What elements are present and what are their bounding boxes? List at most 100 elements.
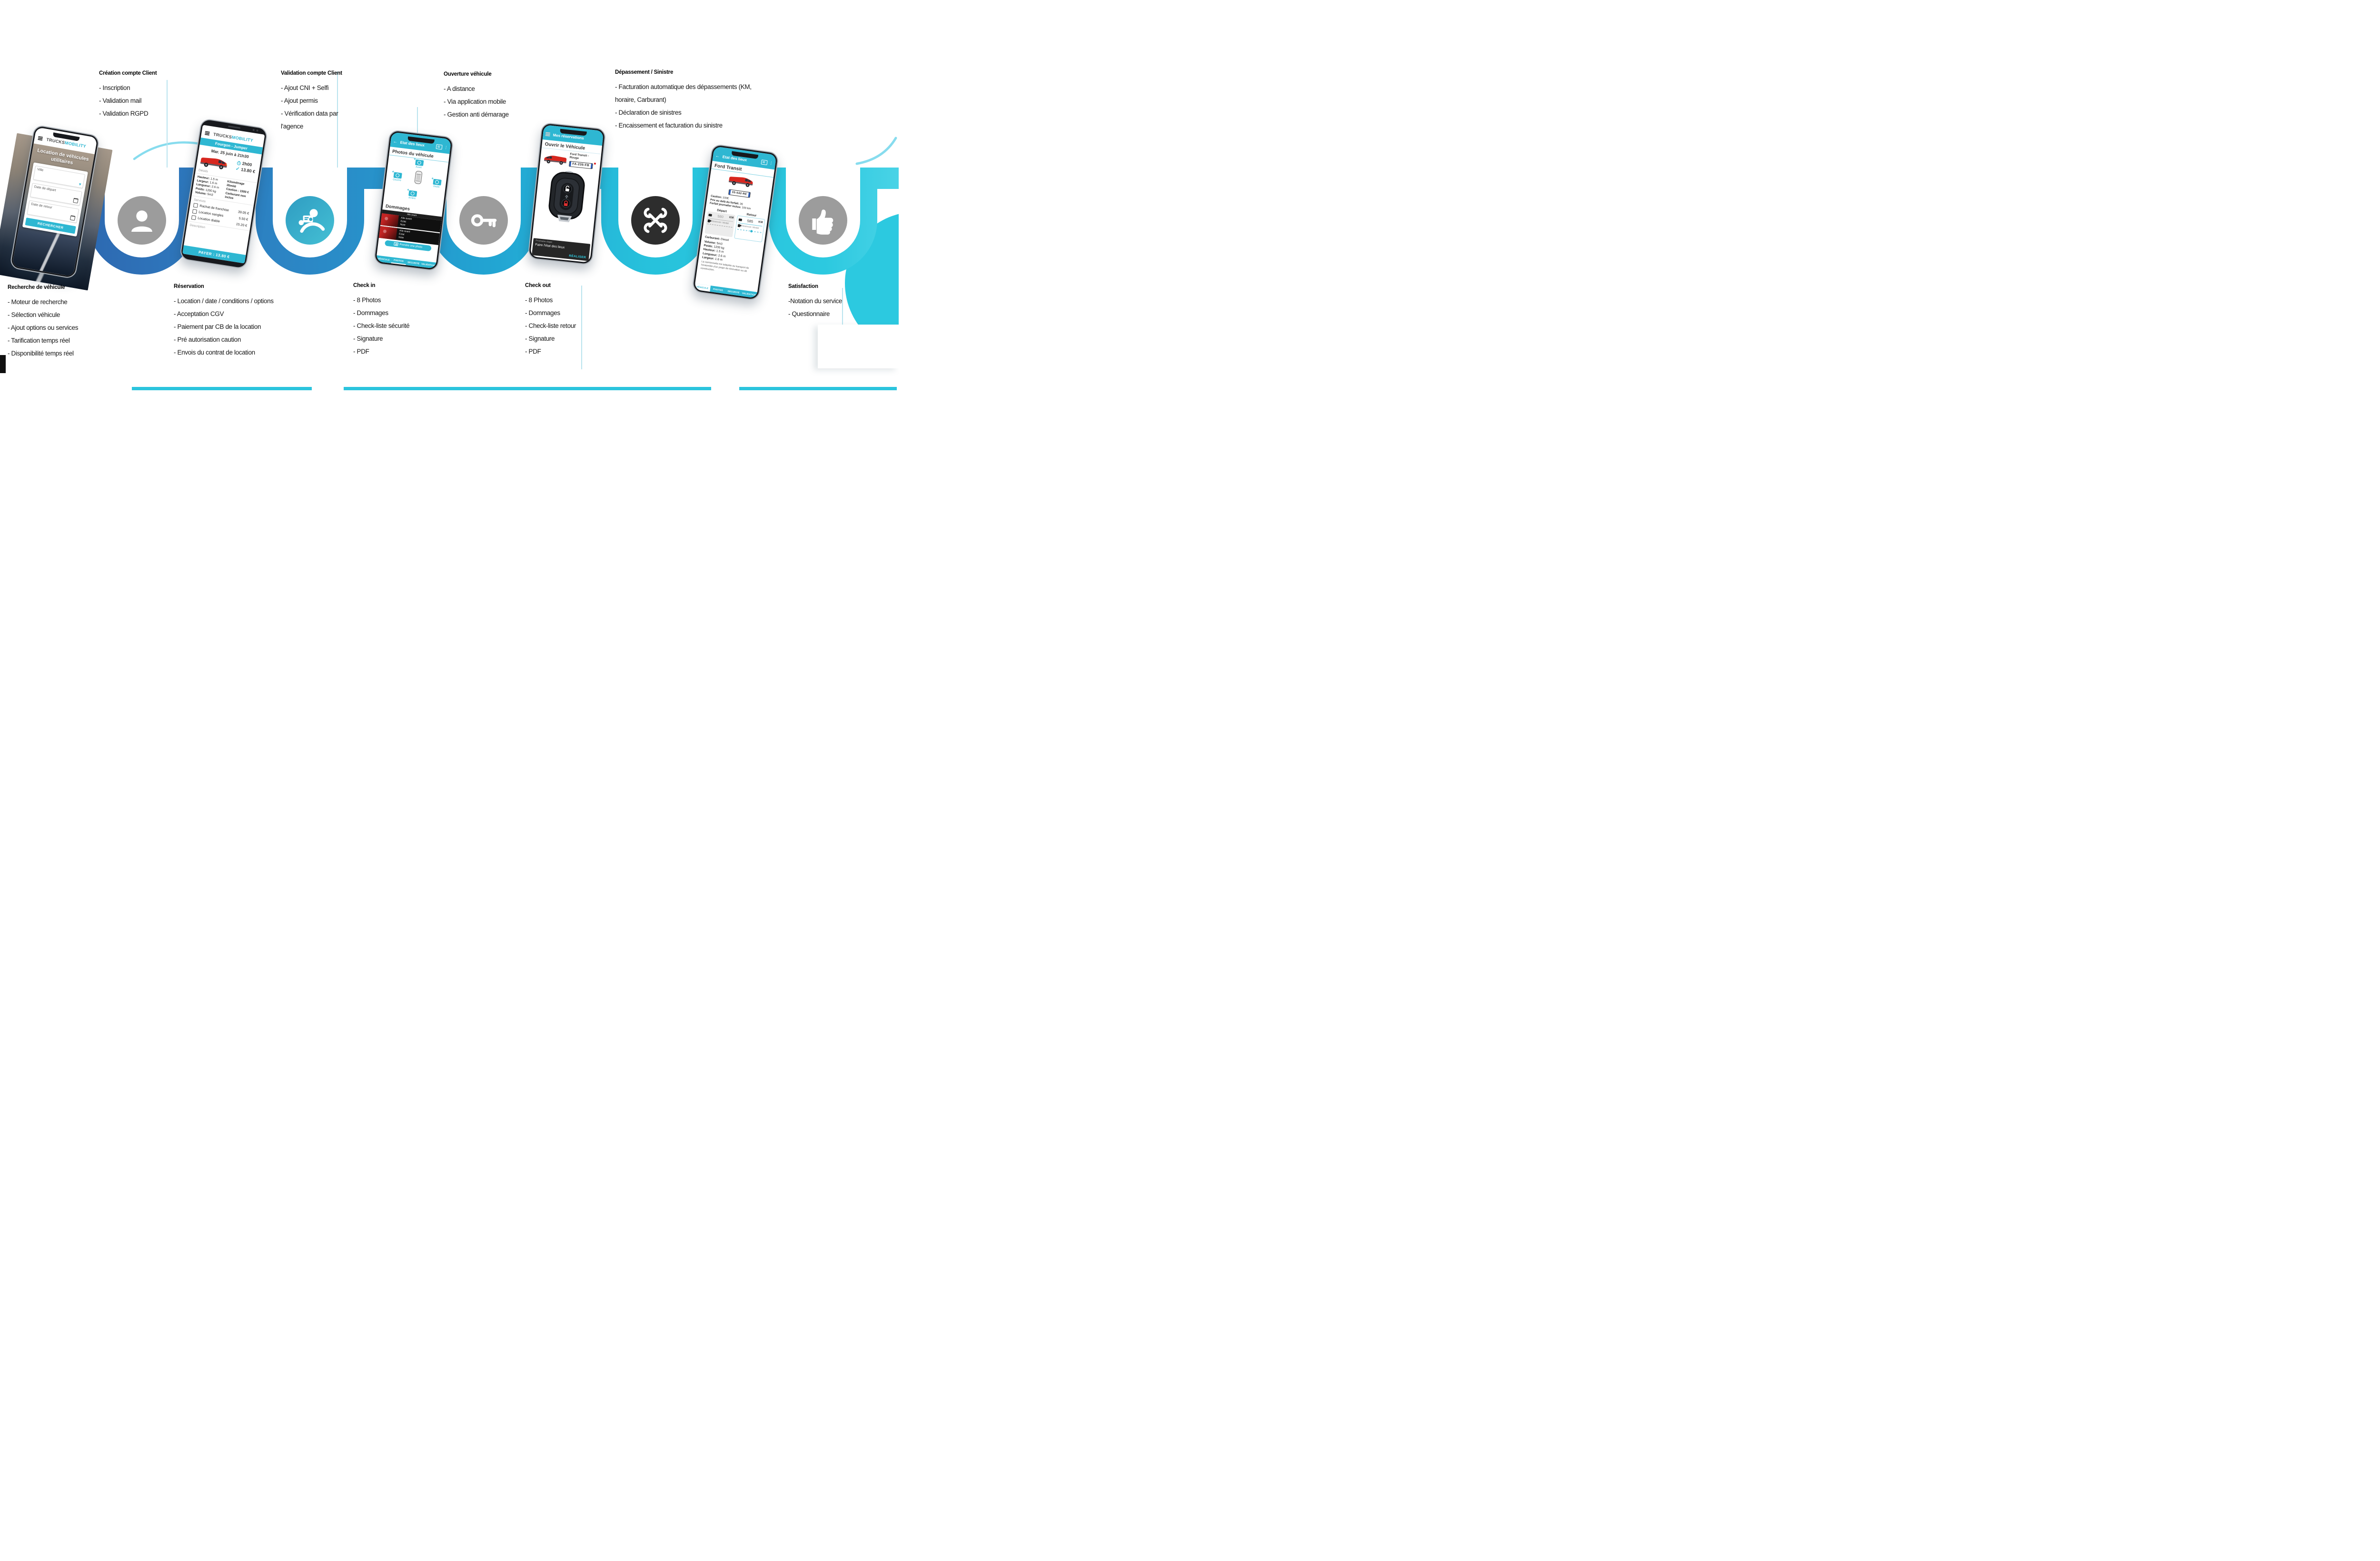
step-item: - Questionnaire bbox=[788, 310, 830, 317]
step-item: - Vérification data par l'agence bbox=[281, 110, 338, 130]
step-reservation: Réservation - Location / date / conditio… bbox=[174, 284, 293, 359]
red-van-image bbox=[544, 155, 567, 165]
step-title: Création compte Client bbox=[99, 70, 157, 76]
chevron-down-icon[interactable]: ▾ bbox=[79, 182, 81, 187]
connector-line bbox=[842, 288, 843, 344]
step-item: - Envois du contrat de location bbox=[174, 349, 255, 356]
tools-icon bbox=[640, 205, 671, 236]
step-title: Validation compte Client bbox=[281, 70, 342, 76]
journey-diagram: Création compte Client - Inscription - V… bbox=[0, 0, 899, 390]
step-title: Check out bbox=[525, 283, 551, 288]
phone-check-out: ← Etat des lieux ⋮ Ford Transit 05-542-R… bbox=[691, 143, 780, 301]
step-item: - Dommages bbox=[353, 309, 388, 316]
step-item: - 8 Photos bbox=[353, 296, 381, 304]
step-item: - Acceptation CGV bbox=[174, 310, 224, 317]
step-item: -Notation du service bbox=[788, 297, 843, 305]
step-recherche-vehicule: Recherche de véhicule - Moteur de recher… bbox=[8, 285, 131, 360]
step-item: - Sélection véhicule bbox=[8, 311, 60, 318]
phone-open-vehicle: Mes réservations Ouvrir le Véhicule Ford… bbox=[527, 122, 606, 266]
step-title: Ouverture véhicule bbox=[444, 71, 492, 77]
car-top-view-icon bbox=[414, 170, 423, 184]
step-item: - Check-liste retour bbox=[525, 322, 576, 329]
back-arrow-icon[interactable]: ← bbox=[715, 153, 720, 159]
deco-arc-right bbox=[855, 137, 897, 165]
step-creation-compte: Création compte Client - Inscription - V… bbox=[99, 70, 194, 120]
odometer-icon bbox=[738, 218, 743, 221]
step-item: - Disponibilité temps réel bbox=[8, 350, 74, 357]
vehicle-photos-grid: + Avant + Gauche + Droite + Arrière bbox=[383, 156, 448, 211]
hamburger-icon[interactable] bbox=[204, 130, 210, 137]
key-fob-image bbox=[548, 171, 585, 222]
step-ouverture-vehicule: Ouverture véhicule - A distance - Via ap… bbox=[444, 71, 567, 121]
card-badge-icon[interactable] bbox=[761, 159, 768, 166]
step-item: - PDF bbox=[353, 348, 369, 355]
step-item: - Via application mobile bbox=[444, 98, 506, 105]
connector-line bbox=[167, 80, 168, 168]
step-check-out: Check out - 8 Photos - Dommages - Check-… bbox=[525, 283, 635, 358]
hamburger-icon[interactable] bbox=[545, 131, 551, 137]
clock-icon bbox=[237, 161, 241, 166]
camera-plus-left[interactable]: + Gauche bbox=[391, 169, 402, 182]
step-title: Check in bbox=[353, 283, 376, 288]
step-satisfaction: Satisfaction -Notation du service - Ques… bbox=[788, 284, 893, 320]
step-item: - Check-liste sécurité bbox=[353, 322, 410, 329]
step-item: - Pré autorisation caution bbox=[174, 336, 241, 343]
back-arrow-icon[interactable]: ← bbox=[393, 138, 398, 144]
step-item: - Tarification temps réel bbox=[8, 337, 70, 344]
damage-photo bbox=[380, 213, 399, 227]
bottom-accent-strip bbox=[132, 387, 312, 390]
rental-conditions: Kilométrage illimité Caution : 1500 € Ca… bbox=[224, 179, 249, 200]
search-card: Ville ▾ Date de départ Date de retour RE… bbox=[22, 162, 88, 237]
connector-line bbox=[337, 71, 338, 168]
checkbox[interactable] bbox=[193, 203, 198, 208]
step-item: - PDF bbox=[525, 348, 541, 355]
calendar-icon[interactable] bbox=[69, 215, 76, 221]
step-item: - Déclaration de sinistres bbox=[615, 109, 682, 116]
camera-plus-rear[interactable]: + Arrière bbox=[406, 188, 419, 200]
calendar-icon[interactable] bbox=[73, 198, 79, 204]
step-item: - Validation mail bbox=[99, 97, 142, 104]
step-item: - Moteur de recherche bbox=[8, 298, 68, 306]
step-title: Satisfaction bbox=[788, 284, 818, 289]
step-item: - Gestion anti démarage bbox=[444, 111, 509, 118]
bottom-accent-strip bbox=[344, 387, 711, 390]
step-item: - Ajout CNI + Selfi bbox=[281, 84, 329, 91]
checkbox[interactable] bbox=[191, 215, 197, 220]
red-van-image bbox=[728, 177, 753, 187]
step-item: - Signature bbox=[525, 335, 555, 342]
kebab-menu-icon[interactable]: ⋮ bbox=[444, 145, 448, 150]
step-item: - Signature bbox=[353, 335, 383, 342]
check-icon: ✓ bbox=[235, 166, 240, 172]
step-item: - Ajout options ou services bbox=[8, 324, 79, 331]
step-item: - Dommages bbox=[525, 309, 560, 316]
driver-license-icon bbox=[295, 205, 325, 236]
thumbs-up-icon bbox=[808, 205, 838, 236]
key-icon bbox=[468, 205, 499, 236]
kebab-menu-icon[interactable]: ⋮ bbox=[769, 160, 774, 166]
person-icon bbox=[127, 205, 157, 236]
step-item: - Paiement par CB de la location bbox=[174, 323, 261, 330]
phone-reservation: TRUCKSMOBILITY Fourgon - Jumper Mar. 25 … bbox=[179, 118, 268, 270]
hamburger-icon[interactable] bbox=[38, 135, 43, 141]
camera-icon bbox=[394, 242, 398, 246]
realize-button[interactable]: RÉALISER bbox=[568, 254, 586, 259]
step-item: - A distance bbox=[444, 85, 475, 92]
step-item: - Validation RGPD bbox=[99, 110, 149, 117]
bottom-accent-strip bbox=[739, 387, 897, 390]
card-badge-icon[interactable] bbox=[436, 144, 443, 150]
checkbox[interactable] bbox=[192, 209, 198, 214]
odometer-icon bbox=[708, 213, 712, 217]
step-title: Réservation bbox=[174, 284, 204, 289]
license-plate: FA-235-FB bbox=[568, 161, 593, 169]
plate-sticker bbox=[594, 162, 596, 165]
step-validation-compte: Validation compte Client - Ajout CNI + S… bbox=[281, 70, 355, 133]
step-check-in: Check in - 8 Photos - Dommages - Check-l… bbox=[353, 283, 463, 358]
camera-plus-right[interactable]: + Droite bbox=[430, 176, 444, 189]
step-item: - 8 Photos bbox=[525, 296, 553, 304]
vehicle-specs: Hauteur: 1.5 m Largeur: 1.6 m Langueur: … bbox=[195, 175, 219, 197]
step-item: - Facturation automatique des dépassemen… bbox=[615, 83, 752, 103]
camera-plus-front[interactable]: + Avant bbox=[412, 157, 426, 169]
fuel-icon bbox=[737, 224, 741, 227]
license-plate: 05-542-RE bbox=[728, 189, 751, 198]
step-depassement-sinistre: Dépassement / Sinistre - Facturation aut… bbox=[615, 69, 767, 132]
